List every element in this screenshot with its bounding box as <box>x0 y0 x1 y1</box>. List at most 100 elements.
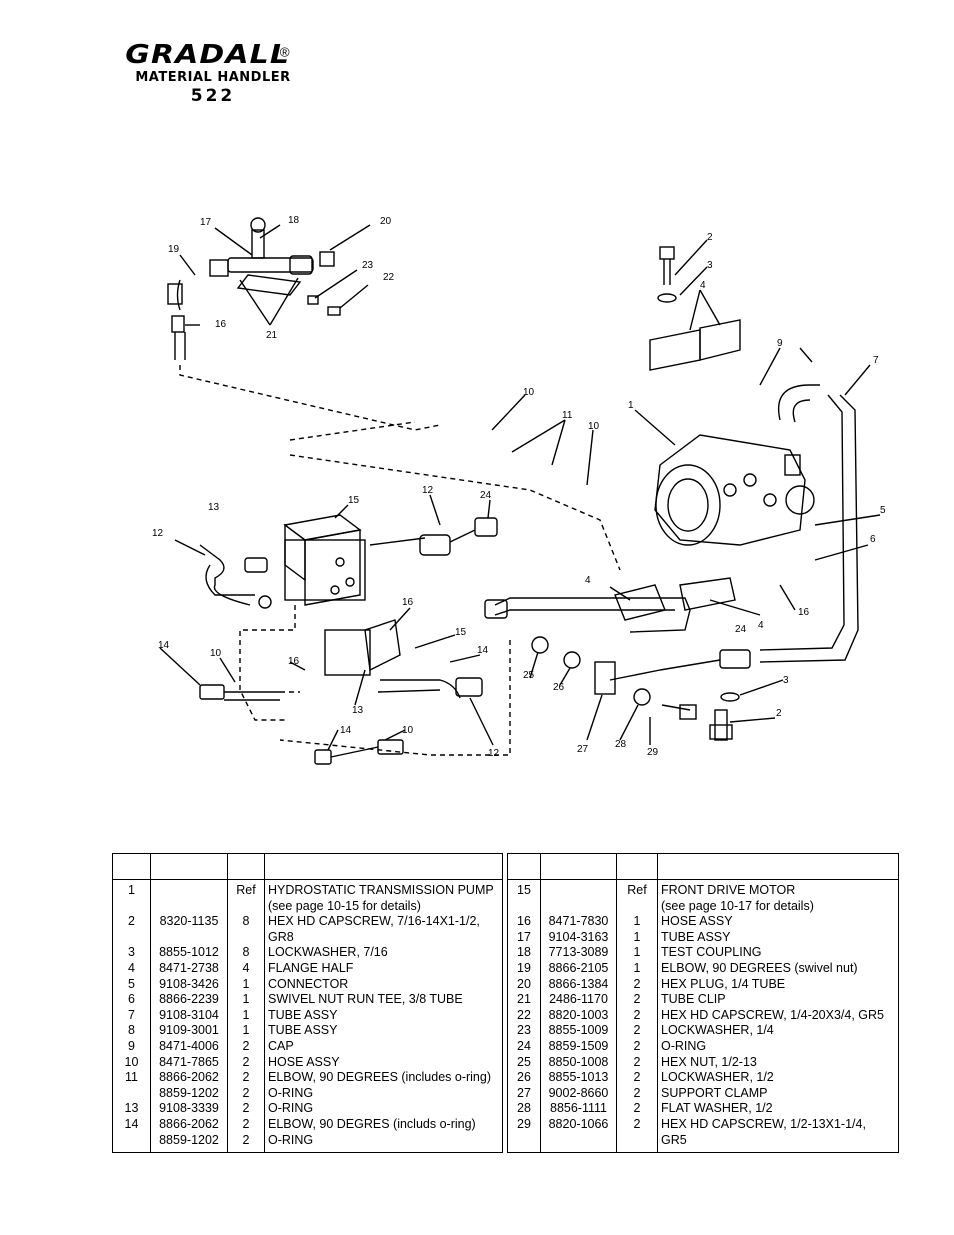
svg-text:18: 18 <box>288 215 300 226</box>
description: HEX PLUG, 1/4 TUBE <box>657 976 899 993</box>
description-line: FLANGE HALF <box>268 960 354 975</box>
item-number: 21 <box>517 992 531 1007</box>
item-number: 14 <box>124 1116 139 1131</box>
quantity: 2 <box>616 1070 658 1086</box>
description: TUBE CLIP <box>657 992 899 1008</box>
part-number: 8850-1008 <box>540 1054 617 1071</box>
svg-text:13: 13 <box>352 705 364 716</box>
part-number: 8855-1013 <box>540 1070 617 1086</box>
description: ELBOW, 90 DEGREES (swivel nut) <box>657 960 899 977</box>
description-line: ELBOW, 90 DEGREES (includes o-ring) <box>268 1070 491 1085</box>
description-line: TEST COUPLING <box>661 945 762 960</box>
svg-text:29: 29 <box>647 747 659 758</box>
item-number: 28 <box>517 1101 531 1116</box>
description-continuation: GR8 <box>268 929 294 944</box>
svg-text:7: 7 <box>873 355 879 366</box>
description: FRONT DRIVE MOTOR(see page 10-17 for det… <box>657 879 899 915</box>
part-number: 8320-1135 <box>150 914 228 946</box>
quantity: 1 <box>227 1007 265 1024</box>
description-line: LOCKWASHER, 1/4 <box>661 1023 774 1038</box>
part-number: 8820-1003 <box>540 1007 617 1024</box>
svg-text:25: 25 <box>523 670 535 681</box>
item-number: 10 <box>124 1054 139 1069</box>
svg-text:4: 4 <box>700 280 706 291</box>
hydrostatic-pump <box>654 434 815 546</box>
quantity: 2 <box>616 1054 658 1071</box>
description-line: O-RING <box>661 1038 707 1053</box>
part-number: 8855-1012 <box>150 945 228 961</box>
quantity: 2 <box>616 1007 658 1024</box>
quantity: 2 <box>616 1023 658 1039</box>
svg-text:10: 10 <box>210 648 222 659</box>
description: O-RING <box>657 1038 899 1055</box>
svg-text:13: 13 <box>208 502 220 513</box>
part-number: 9104-3163 <box>540 929 617 946</box>
description: TUBE ASSY <box>657 929 899 946</box>
part-number <box>150 879 228 915</box>
description-line: CONNECTOR <box>268 976 349 991</box>
part-number: 2486-1170 <box>540 992 617 1008</box>
item-number: 5 <box>128 976 135 991</box>
description-line: LOCKWASHER, 7/16 <box>268 945 388 960</box>
svg-text:24: 24 <box>480 490 492 501</box>
svg-text:14: 14 <box>340 725 352 736</box>
quantity: 2 <box>227 1038 265 1055</box>
quantity: 1 <box>616 945 658 961</box>
description: TUBE ASSY <box>264 1007 503 1024</box>
svg-text:12: 12 <box>152 528 164 539</box>
item-number: 2 <box>128 914 135 929</box>
svg-text:11: 11 <box>562 410 573 421</box>
svg-text:24: 24 <box>735 624 747 635</box>
quantity: 2 <box>616 1116 658 1153</box>
part-number: 8471-2738 <box>150 960 228 977</box>
description-line: SUPPORT CLAMP <box>661 1085 768 1100</box>
description-line: TUBE ASSY <box>268 1007 338 1022</box>
item-number <box>113 1133 151 1153</box>
svg-text:12: 12 <box>488 748 500 759</box>
svg-text:28: 28 <box>615 739 627 750</box>
item-number: 15 <box>517 883 531 897</box>
part-number: 8855-1009 <box>540 1023 617 1039</box>
svg-text:10: 10 <box>523 387 535 398</box>
svg-text:16: 16 <box>288 656 300 667</box>
item-number: 9 <box>128 1038 135 1053</box>
description: ELBOW, 90 DEGREES (includes o-ring) <box>264 1070 503 1086</box>
model-number: 522 <box>190 86 236 106</box>
item-number: 17 <box>517 929 531 944</box>
column-header-part <box>150 853 228 880</box>
quantity: 2 <box>227 1116 265 1133</box>
item-number: 1 <box>128 883 135 897</box>
item-number: 20 <box>517 976 531 991</box>
part-number: 8859-1509 <box>540 1038 617 1055</box>
brand-logo: GRADALL® MATERIAL HANDLER 522 <box>108 40 318 106</box>
part-number: 9109-3001 <box>150 1023 228 1039</box>
item-number: 29 <box>517 1116 531 1131</box>
description-line: O-RING <box>268 1132 314 1147</box>
quantity: 1 <box>227 992 265 1008</box>
quantity: 1 <box>616 960 658 977</box>
column-header-qty <box>227 853 265 880</box>
description: HOSE ASSY <box>264 1054 503 1071</box>
description-line: ELBOW, 90 DEGREES (swivel nut) <box>661 960 858 975</box>
column-header-part <box>540 853 617 880</box>
column-header-item <box>112 853 151 880</box>
svg-text:5: 5 <box>880 505 886 516</box>
quantity: 2 <box>227 1101 265 1117</box>
quantity: 8 <box>227 945 265 961</box>
part-number: 8471-7865 <box>150 1054 228 1071</box>
svg-text:14: 14 <box>158 640 170 651</box>
quantity: 4 <box>227 960 265 977</box>
part-number: 8859-1202 <box>150 1085 228 1102</box>
description: HOSE ASSY <box>657 914 899 930</box>
